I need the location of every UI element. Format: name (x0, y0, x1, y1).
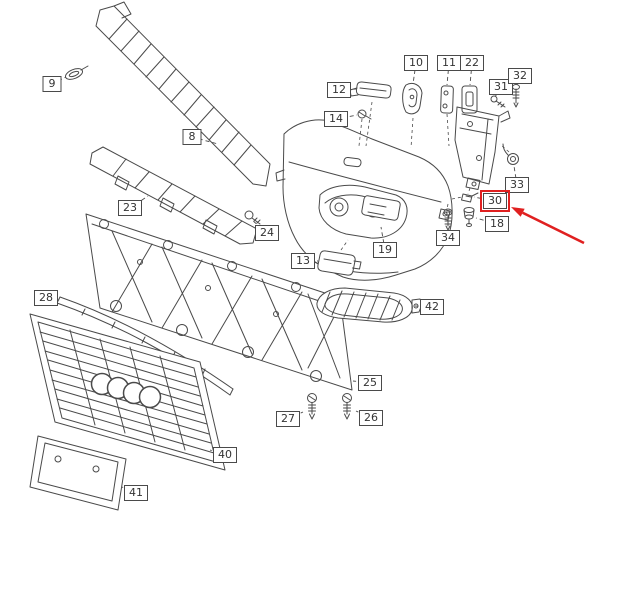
annotation-layer (511, 207, 585, 245)
part-side-bracket (454, 106, 511, 190)
part-label-41[interactable]: 41 (124, 485, 148, 501)
part-label-30[interactable]: 30 (480, 190, 510, 212)
part-holder-10 (402, 82, 423, 115)
part-screw-32 (512, 84, 520, 108)
part-label-22[interactable]: 22 (460, 55, 484, 71)
highlight-arrow-line (522, 211, 585, 245)
part-screw-31 (490, 95, 506, 108)
part-label-42[interactable]: 42 (420, 299, 444, 315)
part-tow-cover-13 (317, 250, 362, 276)
part-clip-30 (461, 192, 479, 203)
part-label-19[interactable]: 19 (373, 242, 397, 258)
part-label-14[interactable]: 14 (324, 111, 348, 127)
part-label-12[interactable]: 12 (327, 82, 351, 98)
part-plate-bracket-41 (29, 435, 127, 511)
part-screw-24 (244, 210, 261, 225)
brand-rings-icon (90, 372, 162, 409)
leader-line-8 (191, 136, 219, 145)
part-sensor-33 (502, 143, 519, 165)
part-bracket-11 (440, 85, 454, 114)
part-label-40[interactable]: 40 (213, 447, 237, 463)
highlight-arrow-head (511, 207, 525, 217)
part-label-18[interactable]: 18 (485, 216, 509, 232)
part-screw-14 (357, 109, 372, 120)
part-label-27[interactable]: 27 (276, 411, 300, 427)
part-label-33[interactable]: 33 (505, 177, 529, 193)
part-label-24[interactable]: 24 (255, 225, 279, 241)
part-label-34[interactable]: 34 (436, 230, 460, 246)
part-screw-26 (342, 393, 352, 420)
part-bracket-22 (461, 85, 478, 114)
assembly-lines (340, 101, 510, 251)
part-grommet-18 (463, 207, 475, 227)
part-label-25[interactable]: 25 (358, 375, 382, 391)
part-label-9[interactable]: 9 (42, 76, 62, 92)
part-bracket-19 (361, 195, 401, 221)
part-label-11[interactable]: 11 (437, 55, 461, 71)
part-upper-trim-strip (95, 1, 271, 187)
part-fog-grille-42 (316, 287, 423, 323)
part-screw-34 (443, 208, 453, 231)
part-label-8[interactable]: 8 (182, 129, 202, 145)
part-label-28[interactable]: 28 (34, 290, 58, 306)
part-label-23[interactable]: 23 (118, 200, 142, 216)
part-grille-40 (29, 313, 226, 471)
part-label-26[interactable]: 26 (359, 410, 383, 426)
part-label-13[interactable]: 13 (291, 253, 315, 269)
part-label-10[interactable]: 10 (404, 55, 428, 71)
part-label-31[interactable]: 31 (489, 79, 513, 95)
part-clip-9 (64, 65, 89, 80)
parts-artwork (29, 1, 520, 511)
part-screw-27 (307, 393, 317, 420)
part-label-32[interactable]: 32 (508, 68, 532, 84)
part-bracket-12 (349, 81, 392, 99)
part-trim-strip-23 (89, 146, 258, 245)
